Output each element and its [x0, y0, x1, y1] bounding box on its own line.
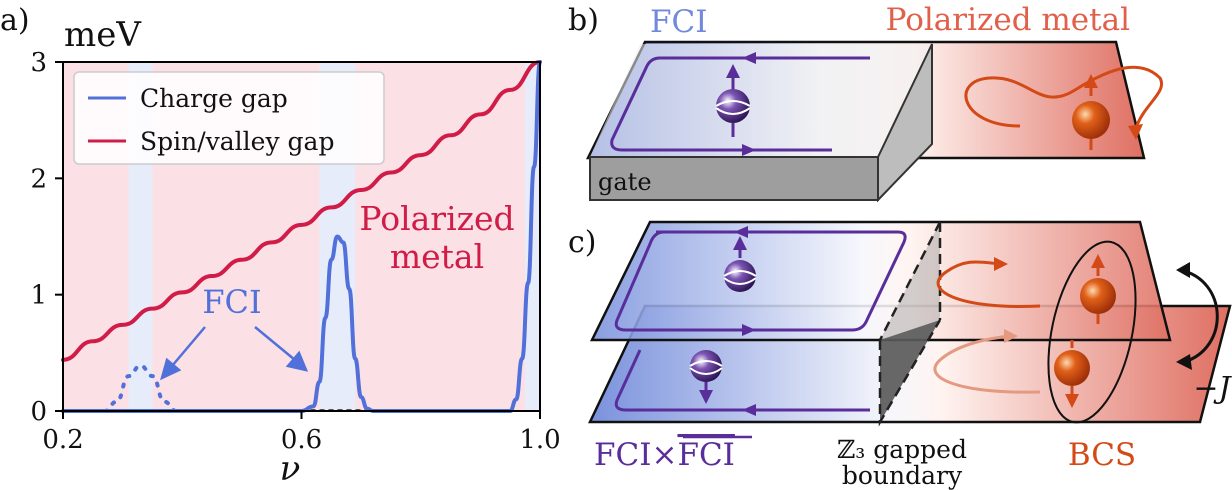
panel-a: a) meV 0.2 0.6 1.0 0 1 2 3 ν Charge gap Spin/… [0, 3, 561, 489]
metal-trajectory [964, 65, 1164, 140]
bottom-edge-arrow-icon [742, 404, 756, 416]
y-axis-ticks: 0 1 2 3 [30, 48, 63, 427]
bcs-label: BCS [1068, 437, 1136, 473]
top-trajectory [936, 260, 1041, 309]
panel-c-letter: c) [568, 225, 597, 260]
top-trajectory-arrow-icon [994, 257, 1008, 271]
fci-annotation: FCI [202, 283, 261, 321]
top-metal-spin-ball-icon [1080, 254, 1116, 324]
gapped-boundary [878, 221, 942, 427]
cooper-pair-ellipse [1047, 240, 1137, 424]
boundary-label-line1: ℤ₃ gapped [837, 435, 967, 464]
series-line-2 [61, 60, 542, 414]
coupling-arrow-top-icon [1176, 262, 1190, 278]
edge-arrow-top-icon [742, 52, 756, 64]
edge-current-loop [610, 52, 870, 156]
fci-spin-ball-icon [715, 64, 751, 137]
y-unit-label: meV [64, 15, 142, 55]
polarized-annotation-line2: metal [390, 237, 484, 276]
edge-loop-path [610, 56, 870, 152]
coupling-arrow: −J [1176, 262, 1232, 406]
metal-trajectory-arrow-icon [1128, 124, 1143, 140]
top-edge-arrow-bottom-icon [742, 324, 756, 336]
panel-b: b) FCI Polarized metal gate [568, 2, 1164, 203]
legend: Charge gap Spin/valley gap [73, 71, 385, 165]
series-line-0 [61, 60, 542, 362]
bottom-trajectory [933, 334, 1041, 394]
x-axis-label: ν [280, 449, 301, 489]
boundary-plane-lower [880, 320, 940, 422]
fci-arrows [160, 326, 309, 381]
bottom-edge-loop [614, 349, 870, 416]
fci-arrow-left-head [160, 357, 182, 381]
fci-arrow-right-head [285, 350, 309, 372]
metal-spin-ball-icon [1072, 74, 1110, 150]
x-tick-label-0: 0.2 [42, 425, 83, 455]
panel-c: c) [568, 220, 1232, 490]
fci-fci-label-main: FCI× [594, 437, 677, 473]
legend-label-spin-gap: Spin/valley gap [140, 127, 334, 156]
fci-arrow-left [171, 326, 206, 367]
coupling-label: −J [1193, 371, 1232, 406]
boundary-edges [878, 221, 942, 427]
bottom-trajectory-arrow-icon [1004, 329, 1018, 343]
top-layer-plane [589, 220, 1172, 342]
x-tick-label-2: 1.0 [519, 425, 560, 455]
gate-label: gate [598, 168, 652, 196]
legend-box [73, 71, 385, 165]
boundary-label-line2: boundary [842, 461, 963, 490]
top-fci-spin-ball-icon [723, 236, 757, 292]
metal-trajectories [933, 257, 1041, 394]
gate-front [589, 156, 879, 201]
gate-top [590, 44, 932, 157]
fci-arrow-right [254, 326, 296, 361]
x-axis-ticks: 0.2 0.6 1.0 [42, 411, 561, 455]
metal-trajectory-path [964, 65, 1164, 129]
panel-a-letter: a) [0, 3, 30, 38]
coupling-arrow-bottom-icon [1176, 354, 1192, 370]
y-tick-label-3: 3 [30, 48, 47, 78]
y-tick-label-2: 2 [30, 164, 47, 194]
fci-title: FCI [650, 4, 707, 40]
polarized-metal-title: Polarized metal [886, 2, 1130, 38]
edge-arrow-bottom-icon [742, 144, 756, 156]
panel-b-letter: b) [568, 3, 599, 38]
bottom-metal-spin-ball-icon [1054, 340, 1090, 408]
gate-block: gate [589, 43, 933, 203]
x-tick-label-1: 0.6 [281, 425, 322, 455]
polarized-annotation-line1: Polarized [359, 199, 514, 238]
bottom-fci-spin-ball-icon [689, 350, 723, 404]
y-tick-label-1: 1 [30, 281, 47, 311]
legend-label-charge-gap: Charge gap [140, 84, 288, 113]
top-edge-loop [614, 226, 907, 336]
fci-fci-label-conj: FCI [677, 437, 734, 473]
fci-fci-label: FCI×FCI [594, 437, 735, 473]
y-tick-label-0: 0 [30, 397, 47, 427]
top-edge-arrow-icon [734, 226, 748, 238]
